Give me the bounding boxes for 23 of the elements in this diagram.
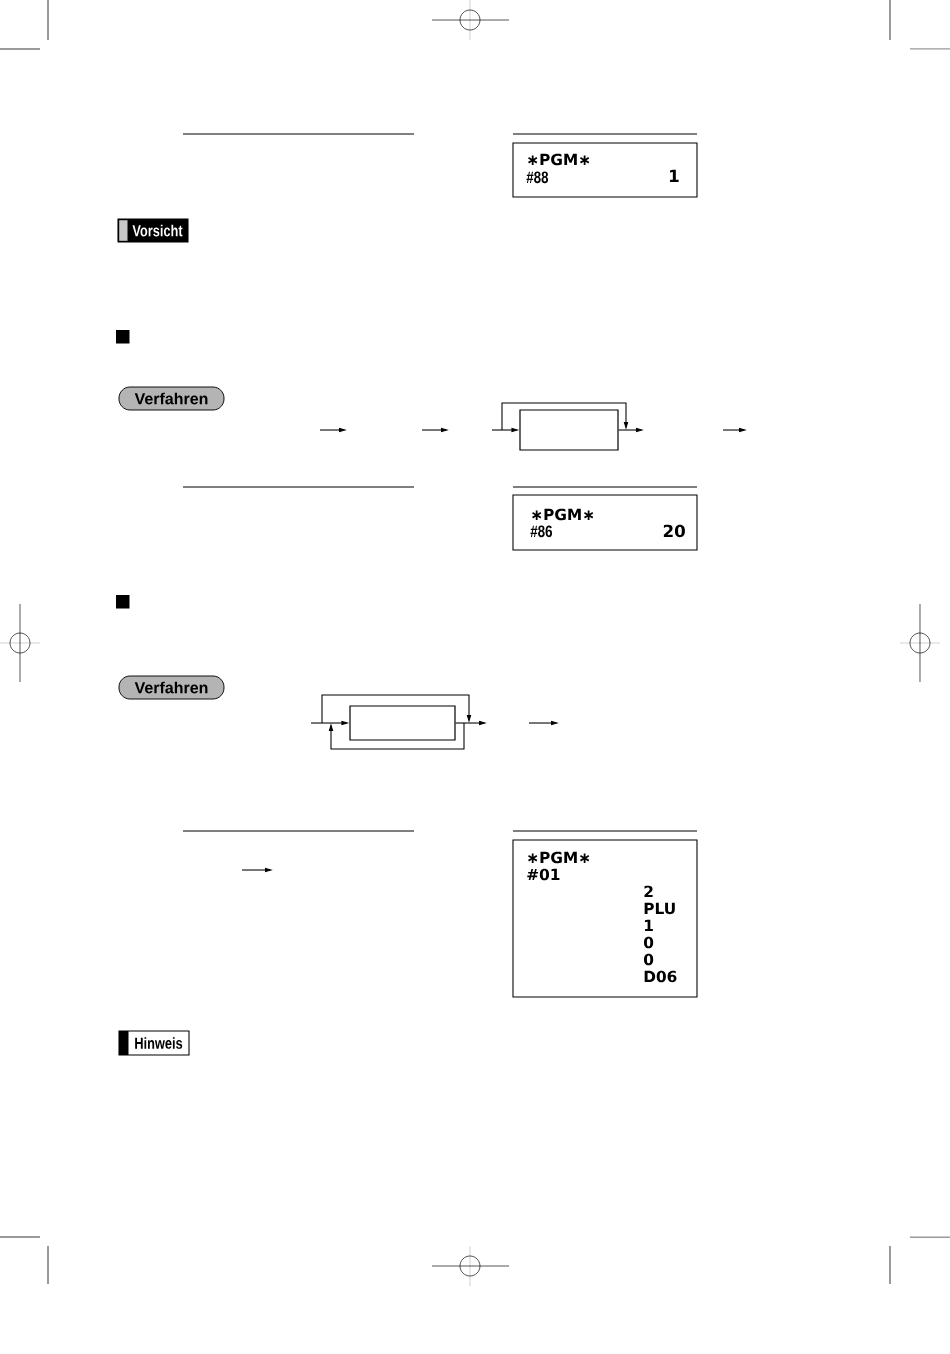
printout-text: D06 xyxy=(644,970,677,983)
process-box xyxy=(349,705,456,741)
printout xyxy=(512,494,698,551)
procedure-badge: Verfahren xyxy=(118,675,225,700)
printout-text: #88 xyxy=(526,171,549,184)
printout-text: #86 xyxy=(530,525,553,538)
printout-text: 1 xyxy=(670,169,679,182)
printout-text: 2 xyxy=(644,885,653,897)
printout-text: 1 xyxy=(645,919,653,931)
label-tag: Vorsicht xyxy=(117,218,189,243)
printout-text: #01 xyxy=(527,868,560,881)
printout-text: ∗PGM∗ xyxy=(528,153,590,166)
printout xyxy=(512,839,698,998)
printout-text: ∗PGM∗ xyxy=(532,508,594,521)
label-tag: Hinweis xyxy=(118,1030,190,1056)
printout-text: ∗PGM∗ xyxy=(528,851,590,864)
process-box xyxy=(519,409,619,451)
printout-text: 0 xyxy=(644,953,654,966)
procedure-badge: Verfahren xyxy=(118,386,225,411)
printout-text: 20 xyxy=(663,524,685,538)
printout-text: 0 xyxy=(644,936,654,949)
printout-text: PLU xyxy=(644,902,675,915)
printout xyxy=(512,142,698,198)
